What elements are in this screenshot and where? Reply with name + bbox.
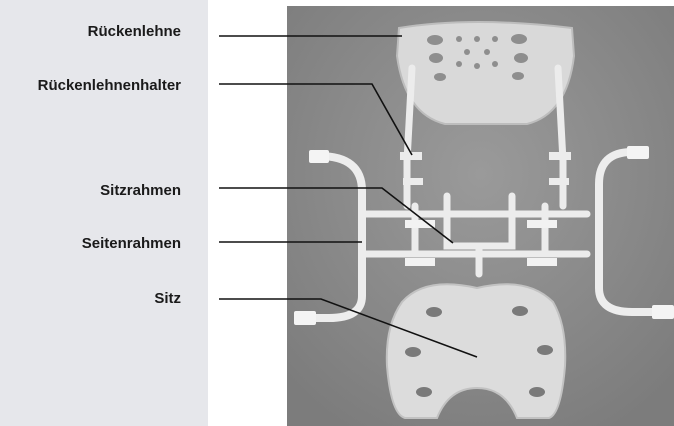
label-backrest-holder: Rückenlehnenhalter [38,77,181,95]
product-photo [287,6,674,426]
label-panel [0,0,208,426]
backrest-part [397,22,574,124]
label-seat-frame: Sitzrahmen [100,182,181,200]
label-seat: Sitz [154,290,181,308]
label-backrest: Rückenlehne [88,23,181,41]
label-side-frame: Seitenrahmen [82,235,181,253]
